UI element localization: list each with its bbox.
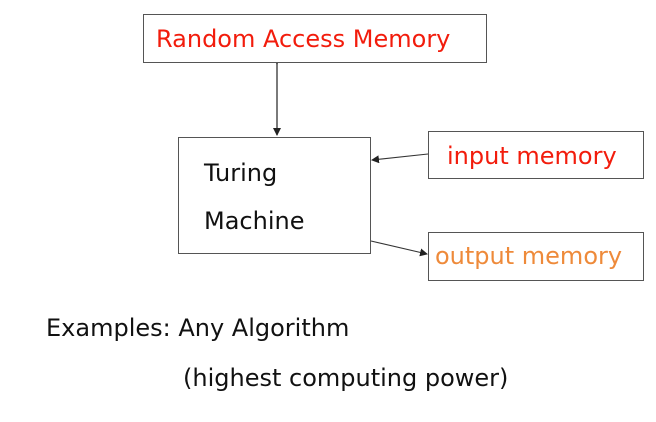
computing-power-note: (highest computing power)	[183, 364, 509, 392]
ram-box	[143, 14, 487, 63]
input-memory-label: input memory	[447, 142, 617, 170]
ram-label: Random Access Memory	[156, 25, 451, 53]
turing-machine-label-line1: Turing	[204, 159, 278, 187]
turing-machine-box	[178, 137, 371, 254]
examples-caption: Examples: Any Algorithm	[46, 314, 350, 342]
output-memory-box	[428, 232, 644, 281]
output-memory-label: output memory	[435, 242, 623, 270]
turing-machine-label-line2: Machine	[204, 207, 305, 235]
input-tm-arrow	[371, 153, 429, 164]
input-memory-box	[428, 131, 644, 179]
tm-output-arrow	[370, 240, 428, 257]
